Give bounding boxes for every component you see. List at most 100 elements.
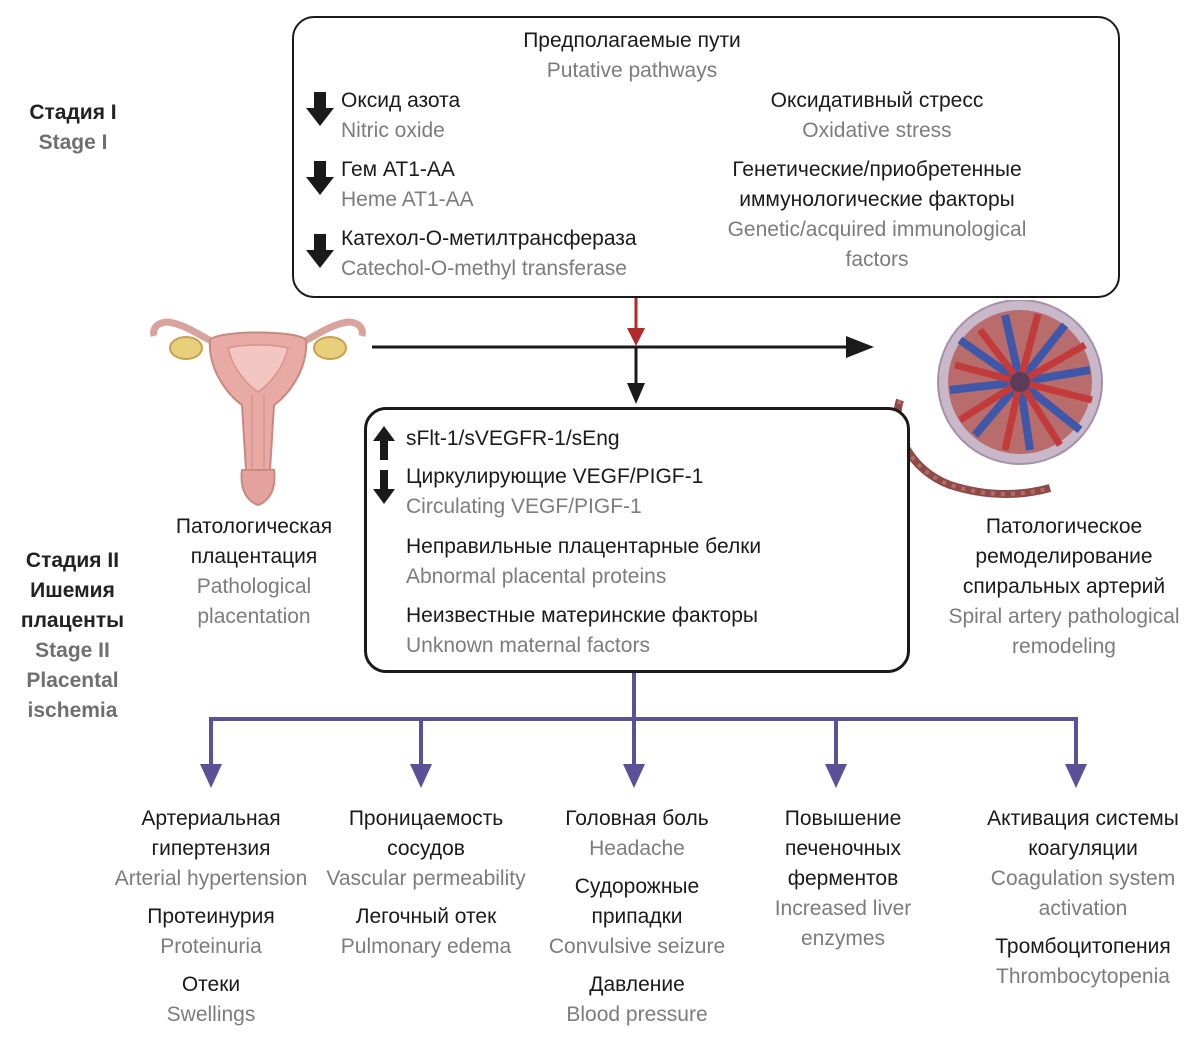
stage1-label: Стадия I Stage I [18, 98, 128, 158]
stage1-en: Stage I [38, 131, 108, 154]
uterus-icon [150, 318, 366, 507]
comt-en: Catechol-O-methyl transferase [341, 257, 627, 280]
stage2-label: Стадия II Ишемия плаценты Stage II Place… [10, 546, 135, 726]
vegf-en: Circulating VEGF/PIGF-1 [406, 495, 642, 518]
outcome-text: сосудов [387, 837, 465, 860]
horizontal-arrow-head [846, 336, 874, 358]
outcome-text: Swellings [166, 1003, 256, 1026]
placenta-icon [893, 300, 1103, 498]
oxidative-ru: Оксидативный стресс [770, 89, 984, 112]
outcome-arrow-1 [200, 764, 222, 788]
uterus-illustration [150, 318, 366, 507]
outcome-text: гипертензия [151, 837, 271, 860]
abnormal-ru: Неправильные плацентарные белки [406, 535, 762, 558]
factor-vegf: Циркулирующие VEGF/PIGF-1 Circulating VE… [373, 462, 703, 522]
outcome-arrow-5 [1065, 764, 1087, 788]
putative-pathways-box: Предполагаемые пути Putative pathways Ок… [292, 16, 1120, 298]
stage2-en2: Placental [26, 669, 119, 692]
outcome-text: activation [1038, 897, 1128, 920]
title-en: Putative pathways [546, 59, 718, 82]
placentation-ru2: плацентация [190, 545, 318, 568]
outcome-text: Pulmonary edema [340, 935, 512, 958]
outcome-text: Blood pressure [566, 1003, 708, 1026]
genetic-en1: Genetic/acquired immunological [727, 218, 1027, 241]
down-arrow-icon [306, 161, 334, 195]
spiral-artery-remodeling: Патологическое ремоделирование спиральны… [930, 512, 1198, 662]
abnormal-en: Abnormal placental proteins [406, 565, 667, 588]
pathological-placentation: Патологическая плацентация Pathological … [150, 512, 358, 632]
heme-ru: Гем AT1-AA [341, 158, 455, 181]
nitric-oxide-en: Nitric oxide [341, 119, 445, 142]
comt-ru: Катехол-О-метилтрансфераза [341, 227, 637, 250]
outcome-text: печеночных [785, 837, 901, 860]
genetic-ru1: Генетические/приобретенные [732, 158, 1022, 181]
outcome-text: Отеки [181, 973, 241, 996]
nitric-oxide-ru: Оксид азота [341, 89, 461, 112]
heme-en: Heme AT1-AA [341, 188, 474, 211]
genetic-factors: Генетические/приобретенные иммунологичес… [694, 155, 1060, 275]
outcome-col-3: Головная боль Headache Судорожные припад… [522, 804, 752, 1030]
down-arrow-head [627, 383, 645, 404]
stage2-en1: Stage II [35, 639, 110, 662]
outcome-col-4: Повышение печеночных ферментов Increased… [748, 804, 938, 954]
unknown-ru: Неизвестные материнские факторы [406, 604, 758, 627]
stage2-ru2: Ишемия [30, 579, 115, 602]
placental-factors-box: sFlt-1/sVEGFR-1/sEng Циркулирующие VEGF/… [364, 407, 910, 673]
outcome-text: Повышение [784, 807, 902, 830]
outcome-text: Судорожные [574, 875, 700, 898]
outcome-text: Proteinuria [160, 935, 262, 958]
outcome-text: ферментов [787, 867, 899, 890]
oxidative-stress: Оксидативный стресс Oxidative stress [694, 86, 1060, 146]
outcome-col-2: Проницаемость сосудов Vascular permeabil… [296, 804, 556, 962]
up-arrow-icon [373, 426, 395, 460]
top-box-title: Предполагаемые пути Putative pathways [294, 26, 970, 86]
pathway-nitric-oxide: Оксид азота Nitric oxide [306, 86, 460, 146]
stage2-en3: ischemia [27, 699, 118, 722]
outcome-text: Активация системы [987, 807, 1179, 830]
down-arrow-icon [373, 470, 395, 504]
outcome-text: Vascular permeability [326, 867, 526, 890]
sflt-ru: sFlt-1/sVEGFR-1/sEng [406, 427, 620, 450]
outcome-text: Давление [589, 973, 685, 996]
pathway-heme: Гем AT1-AA Heme AT1-AA [306, 155, 474, 215]
outcome-text: Артериальная [141, 807, 281, 830]
factor-abnormal-proteins: Неправильные плацентарные белки Abnormal… [406, 532, 761, 592]
title-ru: Предполагаемые пути [523, 29, 741, 52]
genetic-ru2: иммунологические факторы [739, 188, 1015, 211]
outcome-text: Thrombocytopenia [996, 965, 1170, 988]
outcome-col-5: Активация системы коагуляции Coagulation… [968, 804, 1198, 992]
outcome-text: Проницаемость [348, 807, 504, 830]
remodeling-en2: remodeling [1012, 635, 1116, 658]
outcome-text: Легочный отек [355, 905, 497, 928]
genetic-en2: factors [845, 248, 909, 271]
remodeling-ru2: ремоделирование [975, 545, 1153, 568]
outcome-text: Convulsive seizure [548, 935, 726, 958]
placentation-en2: placentation [197, 605, 311, 628]
unknown-en: Unknown maternal factors [406, 634, 650, 657]
red-arrow-head [627, 328, 645, 346]
vegf-ru: Циркулирующие VEGF/PIGF-1 [406, 465, 704, 488]
stage2-ru3: плаценты [20, 609, 125, 632]
outcome-col-1: Артериальная гипертензия Arterial hypert… [76, 804, 346, 1030]
outcome-text: Increased liver [774, 897, 912, 920]
outcome-text: припадки [591, 905, 683, 928]
remodeling-ru1: Патологическое [985, 515, 1143, 538]
placentation-ru1: Патологическая [175, 515, 333, 538]
placenta-illustration [893, 300, 1103, 498]
outcome-text: enzymes [800, 927, 886, 950]
placentation-en1: Pathological [196, 575, 312, 598]
outcome-text: Arterial hypertension [114, 867, 308, 890]
outcome-text: коагуляции [1028, 837, 1138, 860]
factor-unknown-maternal: Неизвестные материнские факторы Unknown … [406, 601, 758, 661]
remodeling-ru3: спиральных артерий [962, 575, 1166, 598]
oxidative-en: Oxidative stress [802, 119, 952, 142]
stage2-ru1: Стадия II [25, 549, 120, 572]
down-arrow-icon [306, 234, 334, 268]
outcome-arrow-4 [825, 764, 847, 788]
outcome-text: Headache [589, 837, 685, 860]
stage1-ru: Стадия I [29, 101, 117, 124]
outcome-text: Тромбоцитопения [995, 935, 1171, 958]
outcome-text: Головная боль [565, 807, 709, 830]
remodeling-en1: Spiral artery pathological [948, 605, 1180, 628]
